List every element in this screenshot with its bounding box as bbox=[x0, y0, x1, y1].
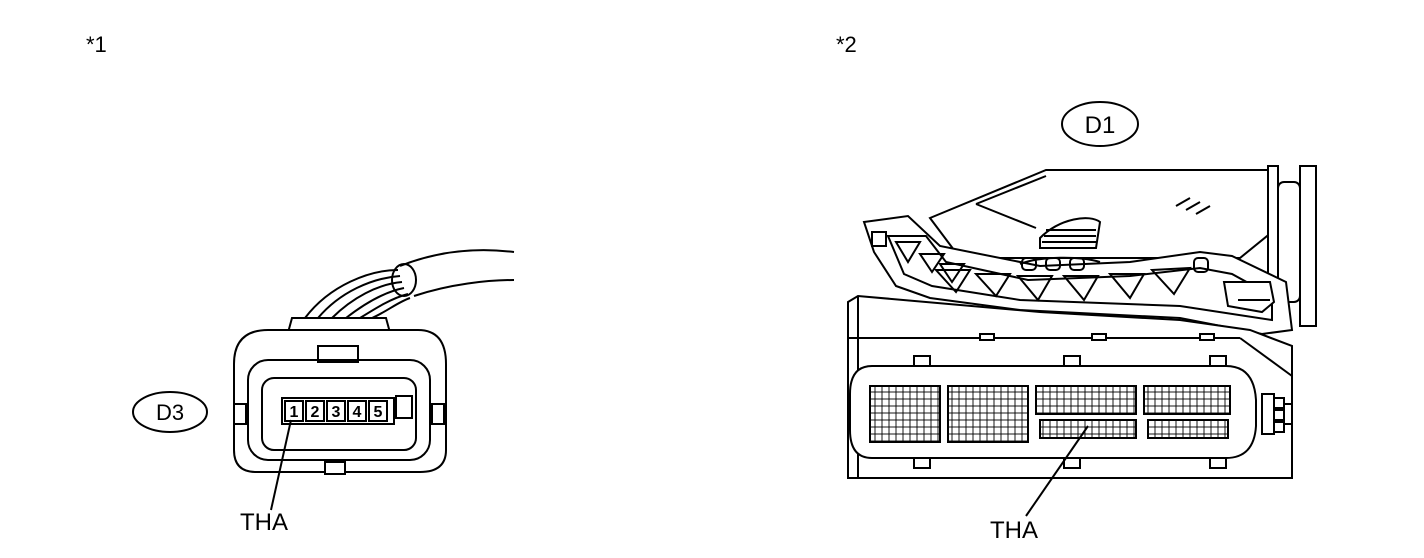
pin-2: 2 bbox=[305, 400, 325, 422]
svg-text:D3: D3 bbox=[156, 400, 184, 425]
terminal-leader-line bbox=[1025, 425, 1089, 517]
connector-housing bbox=[233, 317, 447, 475]
connector-code-d3: D3 bbox=[132, 391, 208, 433]
terminal-grid-d-upper bbox=[1143, 385, 1231, 415]
figure-2: *2 D1 bbox=[836, 32, 1317, 544]
pin-4: 4 bbox=[347, 400, 367, 422]
terminal-grid-c-upper bbox=[1035, 385, 1137, 415]
svg-text:2: 2 bbox=[311, 404, 320, 421]
figure-2-marker: *2 bbox=[836, 32, 857, 57]
pin-cavity-block: 1 2 3 4 5 bbox=[281, 395, 413, 425]
terminal-grid-d-lower bbox=[1147, 419, 1229, 439]
svg-text:D1: D1 bbox=[1085, 112, 1116, 139]
svg-text:4: 4 bbox=[353, 404, 362, 421]
svg-text:5: 5 bbox=[374, 404, 383, 421]
svg-text:3: 3 bbox=[332, 404, 341, 421]
terminal-grid-a bbox=[869, 385, 941, 443]
pin-1: 1 bbox=[284, 400, 304, 422]
terminal-leader-line bbox=[270, 419, 292, 511]
figure-1: *1 bbox=[86, 32, 515, 536]
terminal-grid-c-lower bbox=[1039, 419, 1137, 439]
terminal-grid-b bbox=[947, 385, 1029, 443]
terminal-label-tha-1: THA bbox=[240, 509, 288, 536]
pin-5: 5 bbox=[368, 400, 388, 422]
svg-text:1: 1 bbox=[290, 404, 299, 421]
figure-1-marker: *1 bbox=[86, 32, 107, 57]
connector-code-d1: D1 bbox=[1061, 101, 1139, 147]
ecu-connector-cover bbox=[928, 165, 1317, 327]
wire-harness bbox=[304, 249, 515, 319]
terminal-label-tha-2: THA bbox=[990, 517, 1038, 544]
locking-lever bbox=[862, 214, 1294, 336]
pin-3: 3 bbox=[326, 400, 346, 422]
